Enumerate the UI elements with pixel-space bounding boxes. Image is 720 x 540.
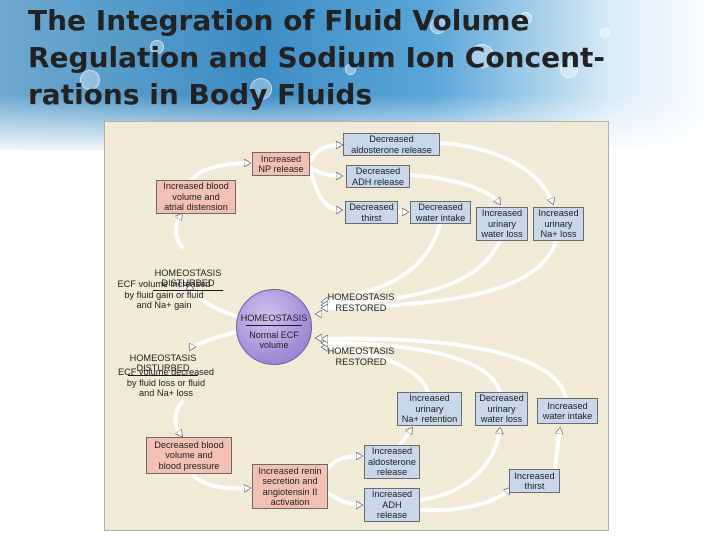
arrow-disturbed-to-decreased-volume <box>173 400 184 438</box>
stimulus-decreased-volume: Decreased blood volume and blood pressur… <box>146 437 232 474</box>
arrow-homeostasis-to-lower-disturbed <box>188 330 238 352</box>
bubble-decoration <box>430 18 446 34</box>
bubble-decoration <box>470 44 494 68</box>
increased-thirst-box: Increased thirst <box>509 469 560 493</box>
arrow-volume-to-renin <box>192 474 252 489</box>
bubble-decoration <box>520 12 532 24</box>
decreased-adh-box: Decreased ADH release <box>346 165 410 188</box>
arrow-disturbed-to-stimulus <box>174 212 184 249</box>
increased-aldosterone-box: Increased aldosterone release <box>364 445 420 479</box>
arrow-homeostasis-to-upper-disturbed <box>190 282 238 318</box>
lower-restored-label: HOMEOSTASIS RESTORED <box>327 346 395 367</box>
arrow-adh-to-urinary-water <box>408 173 502 206</box>
arrow-intake-to-restored <box>320 222 442 302</box>
homeostasis-divider <box>246 325 302 326</box>
slide-title-line-2: Regulation and Sodium Ion Concent- <box>28 41 606 74</box>
arrow-stimulus-to-np <box>190 163 252 182</box>
bubble-decoration <box>150 40 164 54</box>
lower-disturbed-heading-text: HOMEOSTASIS DISTURBED <box>127 353 199 376</box>
arrow-np-to-thirst <box>309 170 344 210</box>
lower-disturbed-heading: HOMEOSTASIS DISTURBED <box>108 342 218 376</box>
arrow-aldosterone-to-urinary-na <box>439 141 553 206</box>
np-release-box: Increased NP release <box>252 152 310 176</box>
stimulus-increased-volume: Increased blood volume and atrial disten… <box>156 180 236 214</box>
arrow-np-to-aldosterone <box>309 145 344 162</box>
bubble-decoration <box>80 70 100 90</box>
increased-adh-box: Increased ADH release <box>364 488 420 522</box>
bubble-decoration <box>560 60 578 78</box>
homeostasis-state: Normal ECF volume <box>249 330 299 350</box>
renin-angiotensin-box: Increased renin secretion and angiotensi… <box>252 464 328 509</box>
bubble-decoration <box>600 28 610 38</box>
arrow-renin-to-adh <box>324 490 364 505</box>
upper-restored-label: HOMEOSTASIS RESTORED <box>327 292 395 313</box>
arrow-thirst-to-intake <box>553 426 560 469</box>
increased-water-intake-box: Increased water intake <box>537 398 598 424</box>
upper-disturbed-text: ECF volume increased by fluid gain or fl… <box>117 279 211 310</box>
upper-disturbed-heading-text: HOMEOSTASIS DISTURBED <box>152 268 224 291</box>
arrow-adh-to-urinary-water <box>418 426 500 502</box>
arrow-urinary-water-to-restored <box>320 239 502 305</box>
bubble-decoration <box>345 64 356 75</box>
arrow-aldosterone-to-retention <box>398 426 414 447</box>
increased-urinary-water-loss-box: Increased urinary water loss <box>476 207 528 241</box>
homeostasis-circle <box>236 289 312 365</box>
decreased-urinary-water-loss-box: Decreased urinary water loss <box>475 392 528 426</box>
decreased-thirst-box: Decreased thirst <box>345 201 398 224</box>
homeostasis-title: HOMEOSTASIS <box>240 313 308 323</box>
arrow-urinary-na-to-restored <box>320 239 558 308</box>
slide-title-line-1: The Integration of Fluid Volume <box>28 4 530 37</box>
slide-title: The Integration of Fluid Volume Regulati… <box>28 2 668 113</box>
decreased-aldosterone-box: Decreased aldosterone release <box>343 133 440 156</box>
arrow-retention-to-restored <box>320 347 430 394</box>
decreased-water-intake-box: Decreased water intake <box>410 201 471 224</box>
arrow-adh-to-thirst <box>418 486 512 513</box>
increased-na-retention-box: Increased urinary Na+ retention <box>397 392 462 426</box>
arrow-urinary-water-to-restored <box>320 343 502 394</box>
upper-disturbed-heading: HOMEOSTASIS DISTURBED <box>118 257 258 291</box>
slide-title-line-3: rations in Body Fluids <box>28 78 373 111</box>
increased-urinary-na-loss-box: Increased urinary Na+ loss <box>533 207 584 241</box>
arrow-renin-to-aldosterone <box>324 456 364 472</box>
lower-disturbed-text: ECF volume decreased by fluid loss or fl… <box>117 367 214 398</box>
arrow-intake-to-restored <box>320 339 568 400</box>
arrow-np-to-adh <box>309 166 344 176</box>
